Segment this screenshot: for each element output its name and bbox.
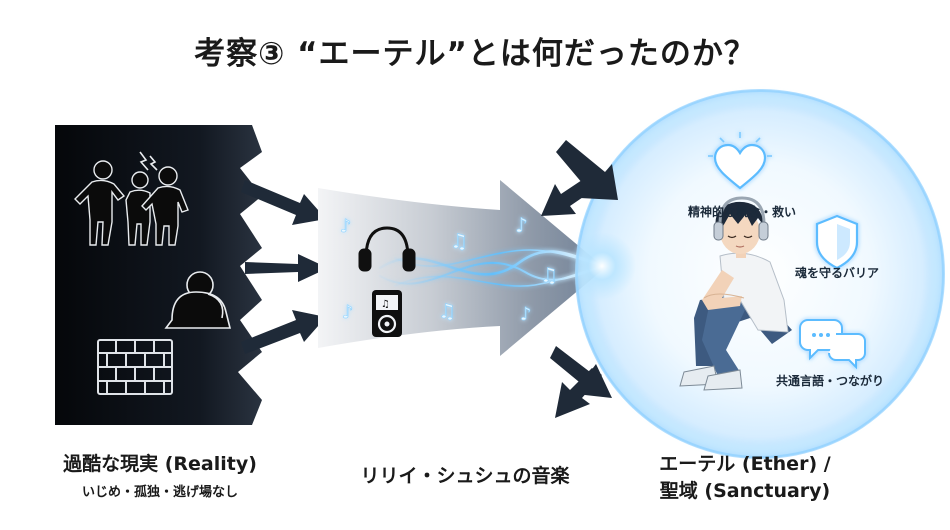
music-note-icon: ♪: [342, 302, 354, 323]
reality-subtitle: いじめ・孤独・逃げ場なし: [81, 485, 238, 500]
ether-title-line1: エーテル (Ether) /: [659, 453, 831, 475]
music-note-icon: ♫: [540, 263, 558, 287]
isolated-figure-icon: [164, 271, 232, 329]
svg-text:♫: ♫: [381, 299, 390, 310]
music-note-icon: ♪: [340, 216, 352, 237]
reality-title: 過酷な現実 (Reality): [63, 453, 257, 475]
music-note-icons: ♪ ♫ ♪ ♫ ♪ ♫ ♪: [340, 213, 559, 326]
music-note-icon: ♪: [515, 213, 528, 237]
bullying-figures-icon: [74, 160, 189, 246]
headphones-icon: [358, 226, 416, 272]
ether-feature-barrier-label: 魂を守るバリア: [795, 266, 880, 280]
arrow-incoming-top: [556, 140, 618, 200]
music-note-icon: ♫: [438, 299, 456, 323]
boy-with-headphones-figure: [679, 196, 792, 391]
speech-bubbles-icon: [799, 319, 866, 370]
music-note-icon: ♪: [520, 304, 532, 325]
brick-wall-icon: [97, 339, 173, 395]
heart-icon: [708, 132, 772, 190]
arrow-upper: [241, 180, 326, 225]
ether-title-line2: 聖域 (Sanctuary): [659, 480, 831, 502]
arrow-middle: [245, 254, 328, 282]
arrow-deflect-bottom: [555, 368, 602, 418]
music-player-icon: ♫: [372, 290, 402, 337]
page-title: 考察③ “エーテル”とは何だったのか？: [194, 36, 756, 72]
arrow-lower: [241, 310, 326, 354]
shield-icon: [815, 214, 859, 270]
arrow-deflect-top: [541, 168, 608, 216]
anger-spark-icon: [139, 151, 158, 171]
arrow-incoming-bottom: [550, 346, 612, 398]
music-note-icon: ♫: [450, 229, 468, 253]
ether-feature-salvation-label: 精神的な概念・救い: [688, 205, 797, 219]
pressure-arrows: [241, 180, 328, 354]
ether-feature-language-label: 共通言語・つながり: [776, 374, 885, 388]
music-label: リリイ・シュシュの音楽: [360, 465, 570, 487]
deflected-arrows: [541, 140, 618, 418]
